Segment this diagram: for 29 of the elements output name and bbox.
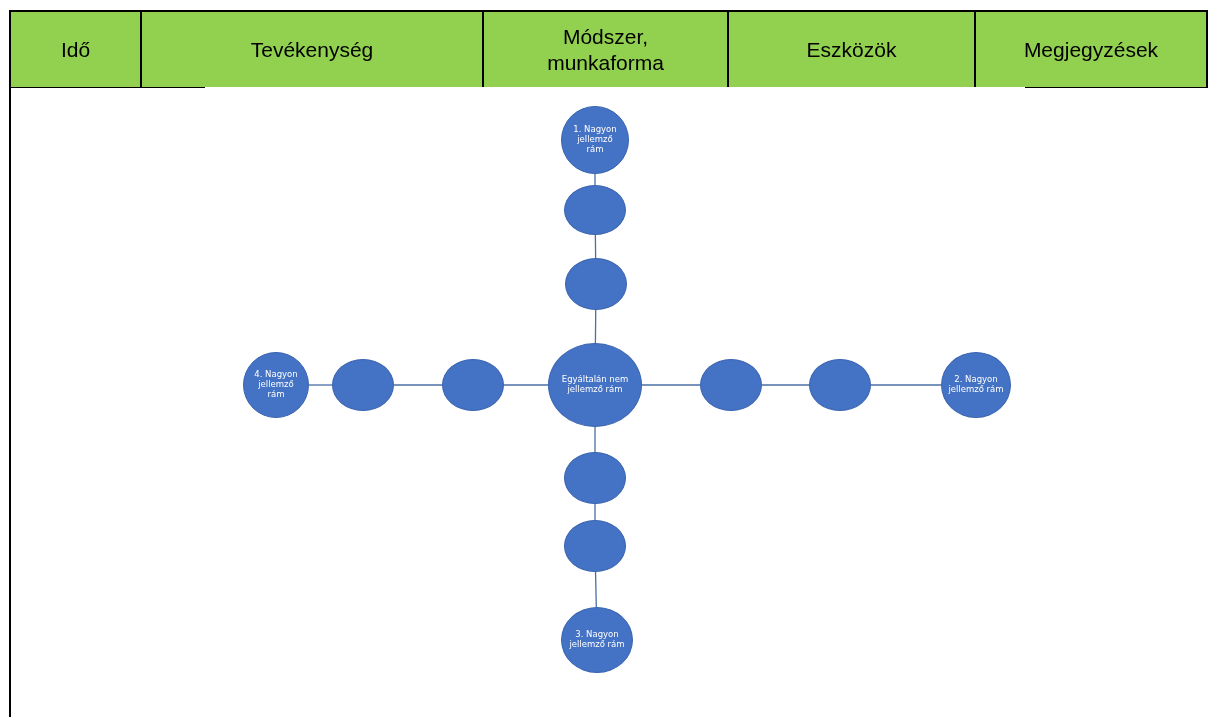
- circle-node: [809, 359, 871, 411]
- table-header-cell: Eszközök: [729, 10, 976, 87]
- table-header-cell: Módszer, munkaforma: [484, 10, 729, 87]
- connector-line: [594, 234, 597, 259]
- connector-line: [594, 426, 596, 453]
- node-label: 2. Nagyon jellemző rám: [947, 375, 1005, 395]
- circle-node: [700, 359, 762, 411]
- circle-node: [564, 452, 626, 504]
- connector-line: [641, 384, 701, 386]
- circle-node: [565, 258, 627, 310]
- node-label: 3. Nagyon jellemző rám: [568, 630, 626, 650]
- connector-line: [761, 384, 810, 386]
- circle-node: [442, 359, 504, 411]
- node-label: 4. Nagyon jellemző rám: [253, 370, 299, 400]
- node-label: Egyáltalán nem jellemző rám: [560, 375, 630, 395]
- circle-node: [332, 359, 394, 411]
- connector-line: [393, 384, 443, 386]
- connector-line: [594, 503, 596, 521]
- table-header-cell: Megjegyzések: [976, 10, 1208, 87]
- connector-line: [503, 384, 549, 386]
- table-header-cell: Tevékenység: [142, 10, 484, 87]
- connector-line: [870, 384, 942, 386]
- circle-node: [564, 520, 626, 572]
- connector-line: [594, 309, 597, 344]
- connector-line: [308, 384, 333, 386]
- node-label: 1. Nagyon jellemző rám: [572, 125, 618, 155]
- connector-line: [594, 571, 597, 608]
- connector-line: [594, 173, 596, 186]
- table-header-cell: Idő: [11, 10, 142, 87]
